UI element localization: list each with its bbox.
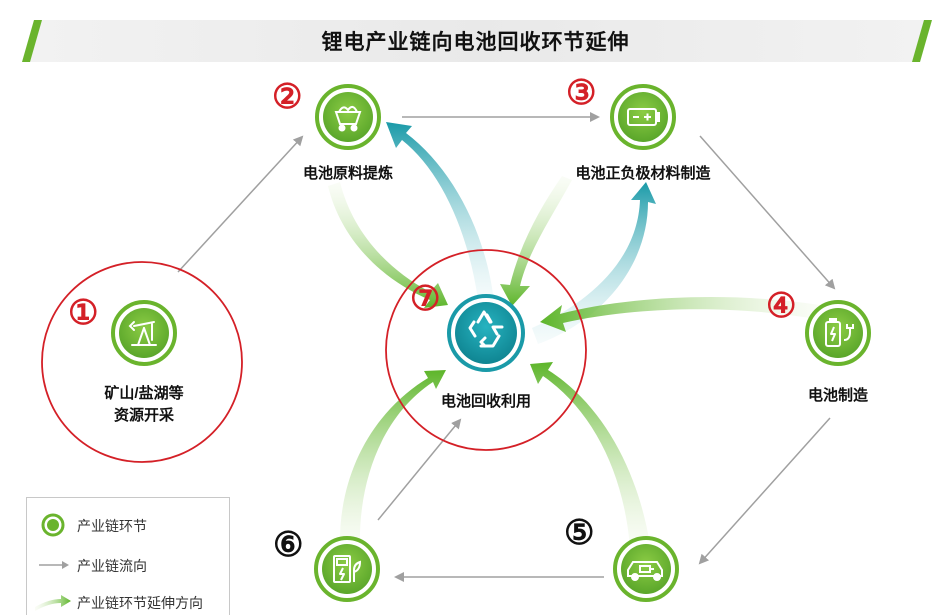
node-ev: [613, 536, 679, 602]
mining-highlight-circle: [41, 261, 243, 463]
title-bar: [0, 0, 951, 64]
extension-arrow-manufacturing: [540, 297, 822, 332]
extension-arrow-to-refining: [386, 122, 494, 302]
number-1: ①: [68, 293, 99, 333]
title-accent-left: [22, 20, 42, 62]
recycling-highlight-circle: [385, 249, 587, 451]
flow-arrow-4-5: [698, 417, 831, 565]
mining-label-line2: 资源开采: [113, 407, 174, 424]
node-refining: [315, 84, 381, 150]
oil-pump-icon: [128, 321, 157, 346]
extension-arrow-storage: [339, 370, 446, 548]
node-storage: [314, 536, 380, 602]
number-6: ⑥: [273, 525, 304, 565]
number-5: ⑤: [564, 513, 595, 553]
electric-car-icon: [627, 561, 663, 581]
legend-node-text: 产业链环节: [77, 518, 147, 534]
battery-icon: [627, 108, 660, 126]
legend-flow-text: 产业链流向: [77, 558, 147, 574]
flow-arrows: [177, 112, 836, 582]
mine-cart-icon: [334, 106, 362, 132]
number-7: ⑦: [410, 279, 441, 319]
legend-extension-text: 产业链环节延伸方向: [77, 595, 203, 611]
legend-row-flow: 产业链流向: [27, 552, 227, 578]
extension-arrow-refining: [328, 182, 448, 308]
flow-arrow-3-4: [699, 135, 836, 290]
battery-charging-icon: [825, 318, 854, 347]
extension-arrow-ev: [530, 362, 650, 548]
node-mining: [111, 300, 177, 366]
number-2: ②: [272, 77, 303, 117]
flow-arrow-6-7: [377, 418, 462, 521]
energy-storage-icon: [333, 555, 362, 583]
number-4: ④: [766, 286, 797, 326]
flow-arrow-1-2: [177, 135, 304, 273]
number-3: ③: [566, 73, 597, 113]
page-title: 锂电产业链向电池回收环节延伸: [321, 31, 630, 54]
recycling-label: 电池回收利用: [440, 393, 531, 410]
node-materials: [610, 84, 676, 150]
legend-extension-icon: [35, 595, 71, 611]
title-accent-right: [912, 20, 932, 62]
legend-row-extension: 产业链环节延伸方向: [27, 589, 227, 615]
legend-node-icon: [41, 513, 65, 537]
extension-arrows: [328, 122, 822, 548]
legend-flow-icon: [39, 561, 69, 569]
extension-arrow-materials: [500, 176, 572, 306]
mining-label-line1: 矿山/盐湖等: [104, 385, 184, 402]
node-manufacturing: [805, 300, 871, 366]
legend: 产业链环节 产业链流向 产业链环节延伸方向: [26, 497, 230, 615]
title-banner: [22, 20, 932, 62]
recycle-icon: [468, 310, 504, 348]
materials-label: 电池正负极材料制造: [575, 165, 711, 182]
legend-row-node: 产业链环节: [27, 512, 227, 538]
manufacturing-label: 电池制造: [807, 387, 868, 404]
node-recycling: [447, 294, 525, 372]
refining-label: 电池原料提炼: [302, 165, 393, 182]
